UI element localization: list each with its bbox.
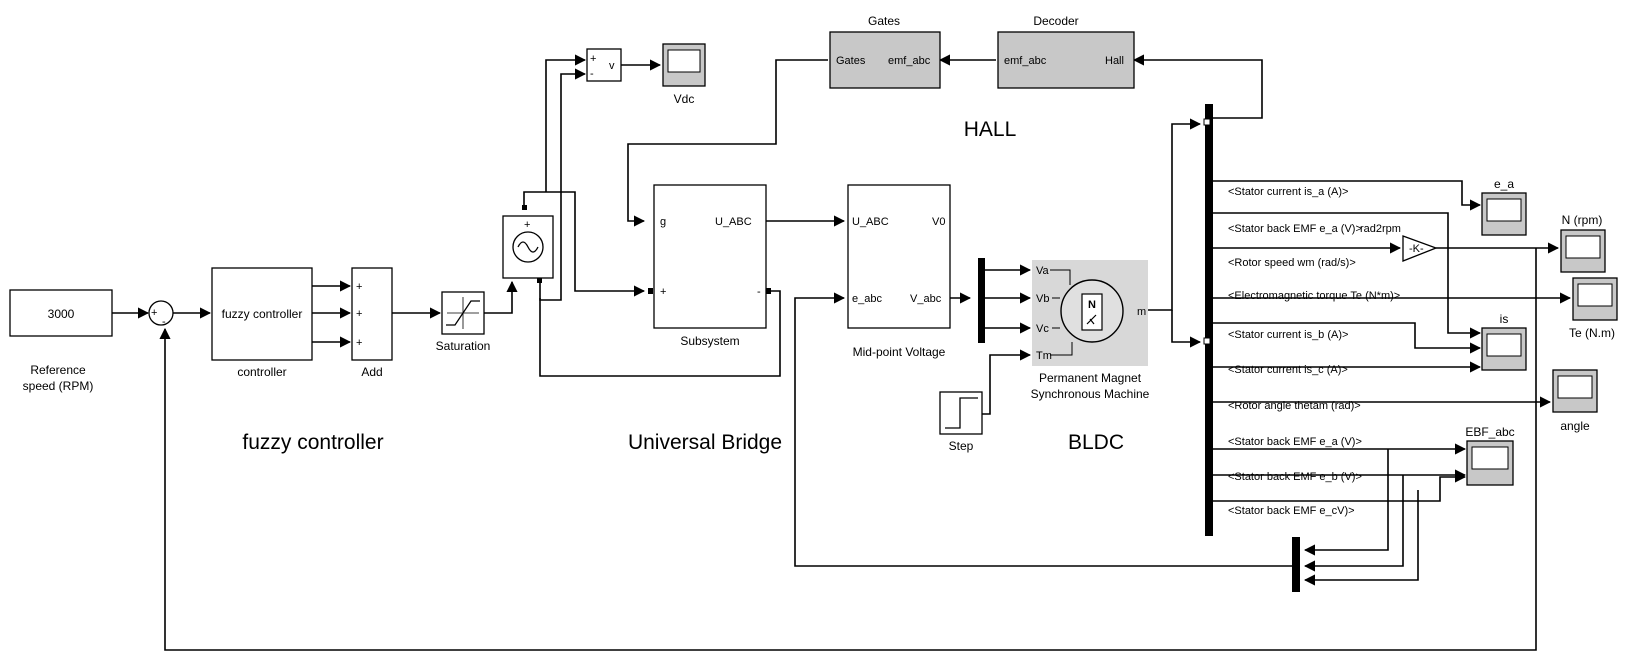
pmsm-label-1: Permanent Magnet	[1039, 371, 1142, 385]
scope-is[interactable]	[1481, 327, 1527, 371]
midpoint-out2-port: V_abc	[910, 293, 942, 305]
gates-block[interactable]: Gates emf_abc	[829, 31, 941, 89]
subsystem-g-port: g	[660, 216, 666, 228]
bus-signal-labels: <Stator current is_a (A)> <Stator back E…	[1228, 186, 1400, 517]
bus-signal-10: <Stator back EMF e_cV)>	[1228, 505, 1355, 517]
gain-label: rad2rpm	[1360, 223, 1401, 235]
voltmeter-out: v	[609, 60, 615, 72]
add-block[interactable]: + + +	[351, 267, 393, 361]
voltmeter-minus: -	[590, 68, 594, 80]
scope-e_a[interactable]	[1481, 192, 1527, 236]
pmsm-port-va: Va	[1036, 265, 1050, 277]
bus-selector-bar	[1205, 104, 1213, 536]
midpoint-voltage-block[interactable]: U_ABC e_abc V0 V_abc	[847, 184, 951, 329]
magnet-icon	[1086, 314, 1097, 325]
bus-signal-3: <Rotor speed wm (rad/s)>	[1228, 257, 1356, 269]
scope-n-rpm[interactable]	[1560, 229, 1606, 273]
gain-block[interactable]: -K-	[1402, 235, 1438, 262]
scope-te[interactable]	[1572, 277, 1618, 321]
saturation-block[interactable]	[441, 291, 485, 335]
pmsm-out-port: m	[1137, 306, 1146, 318]
fuzzy-controller-text: fuzzy controller	[222, 307, 303, 321]
step-label: Step	[949, 439, 974, 453]
bldc-section-label: BLDC	[1068, 431, 1124, 454]
wires	[112, 54, 1572, 651]
mux-bar	[978, 258, 985, 343]
decoder-out-port: Hall	[1105, 55, 1124, 67]
bus-signal-1: <Stator current is_a (A)>	[1228, 186, 1348, 198]
universal-bridge-section-label: Universal Bridge	[628, 431, 782, 454]
gain-symbol: -K-	[1409, 243, 1424, 255]
pmsm-n-letter: N	[1088, 299, 1096, 311]
subsystem-out-port: U_ABC	[715, 216, 752, 228]
scope-ebf-label: EBF_abc	[1465, 425, 1514, 439]
scope-n-rpm-label: N (rpm)	[1562, 213, 1603, 227]
scope-te-label: Te (N.m)	[1569, 326, 1615, 340]
voltmeter-block[interactable]: + - v	[586, 48, 622, 82]
subsystem-label: Subsystem	[680, 334, 739, 348]
hall-section-label: HALL	[964, 118, 1017, 141]
decoder-block[interactable]: emf_abc Hall	[997, 31, 1135, 89]
scope-ebf[interactable]	[1466, 440, 1514, 486]
midpoint-in2-port: e_abc	[852, 293, 882, 305]
add-sign-2: +	[356, 308, 362, 320]
scope-angle-label: angle	[1560, 419, 1590, 433]
pmsm-label-2: Synchronous Machine	[1031, 387, 1150, 401]
pmsm-port-tm: Tm	[1036, 350, 1052, 362]
add-sign-3: +	[356, 337, 362, 349]
scope-is-label: is	[1500, 312, 1509, 326]
sine-wave-icon	[517, 241, 539, 253]
decoder-title: Decoder	[1033, 14, 1078, 28]
midpoint-label: Mid-point Voltage	[853, 345, 946, 359]
bus-signal-6: <Stator current is_c (A)>	[1228, 364, 1348, 376]
constant-value: 3000	[48, 307, 75, 321]
pmsm-port-vb: Vb	[1036, 293, 1049, 305]
fuzzy-controller-block[interactable]: fuzzy controller	[211, 267, 313, 361]
source-plus: +	[524, 219, 530, 231]
bus-signal-2: <Stator back EMF e_a (V)>	[1228, 223, 1362, 235]
sum-minus-sign: -	[162, 316, 166, 328]
step-block[interactable]	[939, 391, 983, 435]
subsystem-block[interactable]: g U_ABC + -	[653, 184, 767, 329]
sum-plus-sign: +	[151, 307, 157, 319]
decoder-in-port: emf_abc	[1004, 55, 1047, 67]
bus-signal-7: <Rotor angle thetam (rad)>	[1228, 400, 1361, 412]
pmsm-port-vc: Vc	[1036, 323, 1049, 335]
add-sign-1: +	[356, 281, 362, 293]
gates-title: Gates	[868, 14, 900, 28]
saturation-label: Saturation	[436, 339, 491, 353]
vdc-scope[interactable]	[662, 43, 706, 87]
bottom-mux-bar	[1292, 537, 1300, 592]
bus-signal-8: <Stator back EMF e_a (V)>	[1228, 436, 1362, 448]
fuzzy-controller-label: controller	[237, 365, 286, 379]
bus-signal-5: <Stator current is_b (A)>	[1228, 329, 1348, 341]
subsystem-plus-port: +	[660, 286, 666, 298]
add-label: Add	[361, 365, 382, 379]
vdc-label: Vdc	[674, 92, 695, 106]
scope-angle[interactable]	[1552, 369, 1598, 413]
constant-block[interactable]: 3000	[9, 289, 113, 337]
fuzzy-controller-section-label: fuzzy controller	[242, 431, 383, 454]
midpoint-out1-port: V0	[932, 216, 945, 228]
bus-signal-9: <Stator back EMF e_b (V)>	[1228, 471, 1362, 483]
scope-e_a-label: e_a	[1494, 177, 1514, 191]
midpoint-in1-port: U_ABC	[852, 216, 889, 228]
subsystem-minus-port: -	[757, 286, 761, 298]
gates-in-port: Gates	[836, 55, 866, 67]
sum-block[interactable]: + -	[148, 300, 174, 328]
bus-signal-4: <Electromagnetic torque Te (N*m)>	[1228, 290, 1400, 302]
gates-out-port: emf_abc	[888, 55, 931, 67]
voltmeter-plus: +	[590, 53, 596, 65]
voltage-source-block[interactable]: +	[502, 215, 554, 279]
pmsm-block[interactable]: Va Vb Vc Tm N m	[1032, 260, 1148, 366]
